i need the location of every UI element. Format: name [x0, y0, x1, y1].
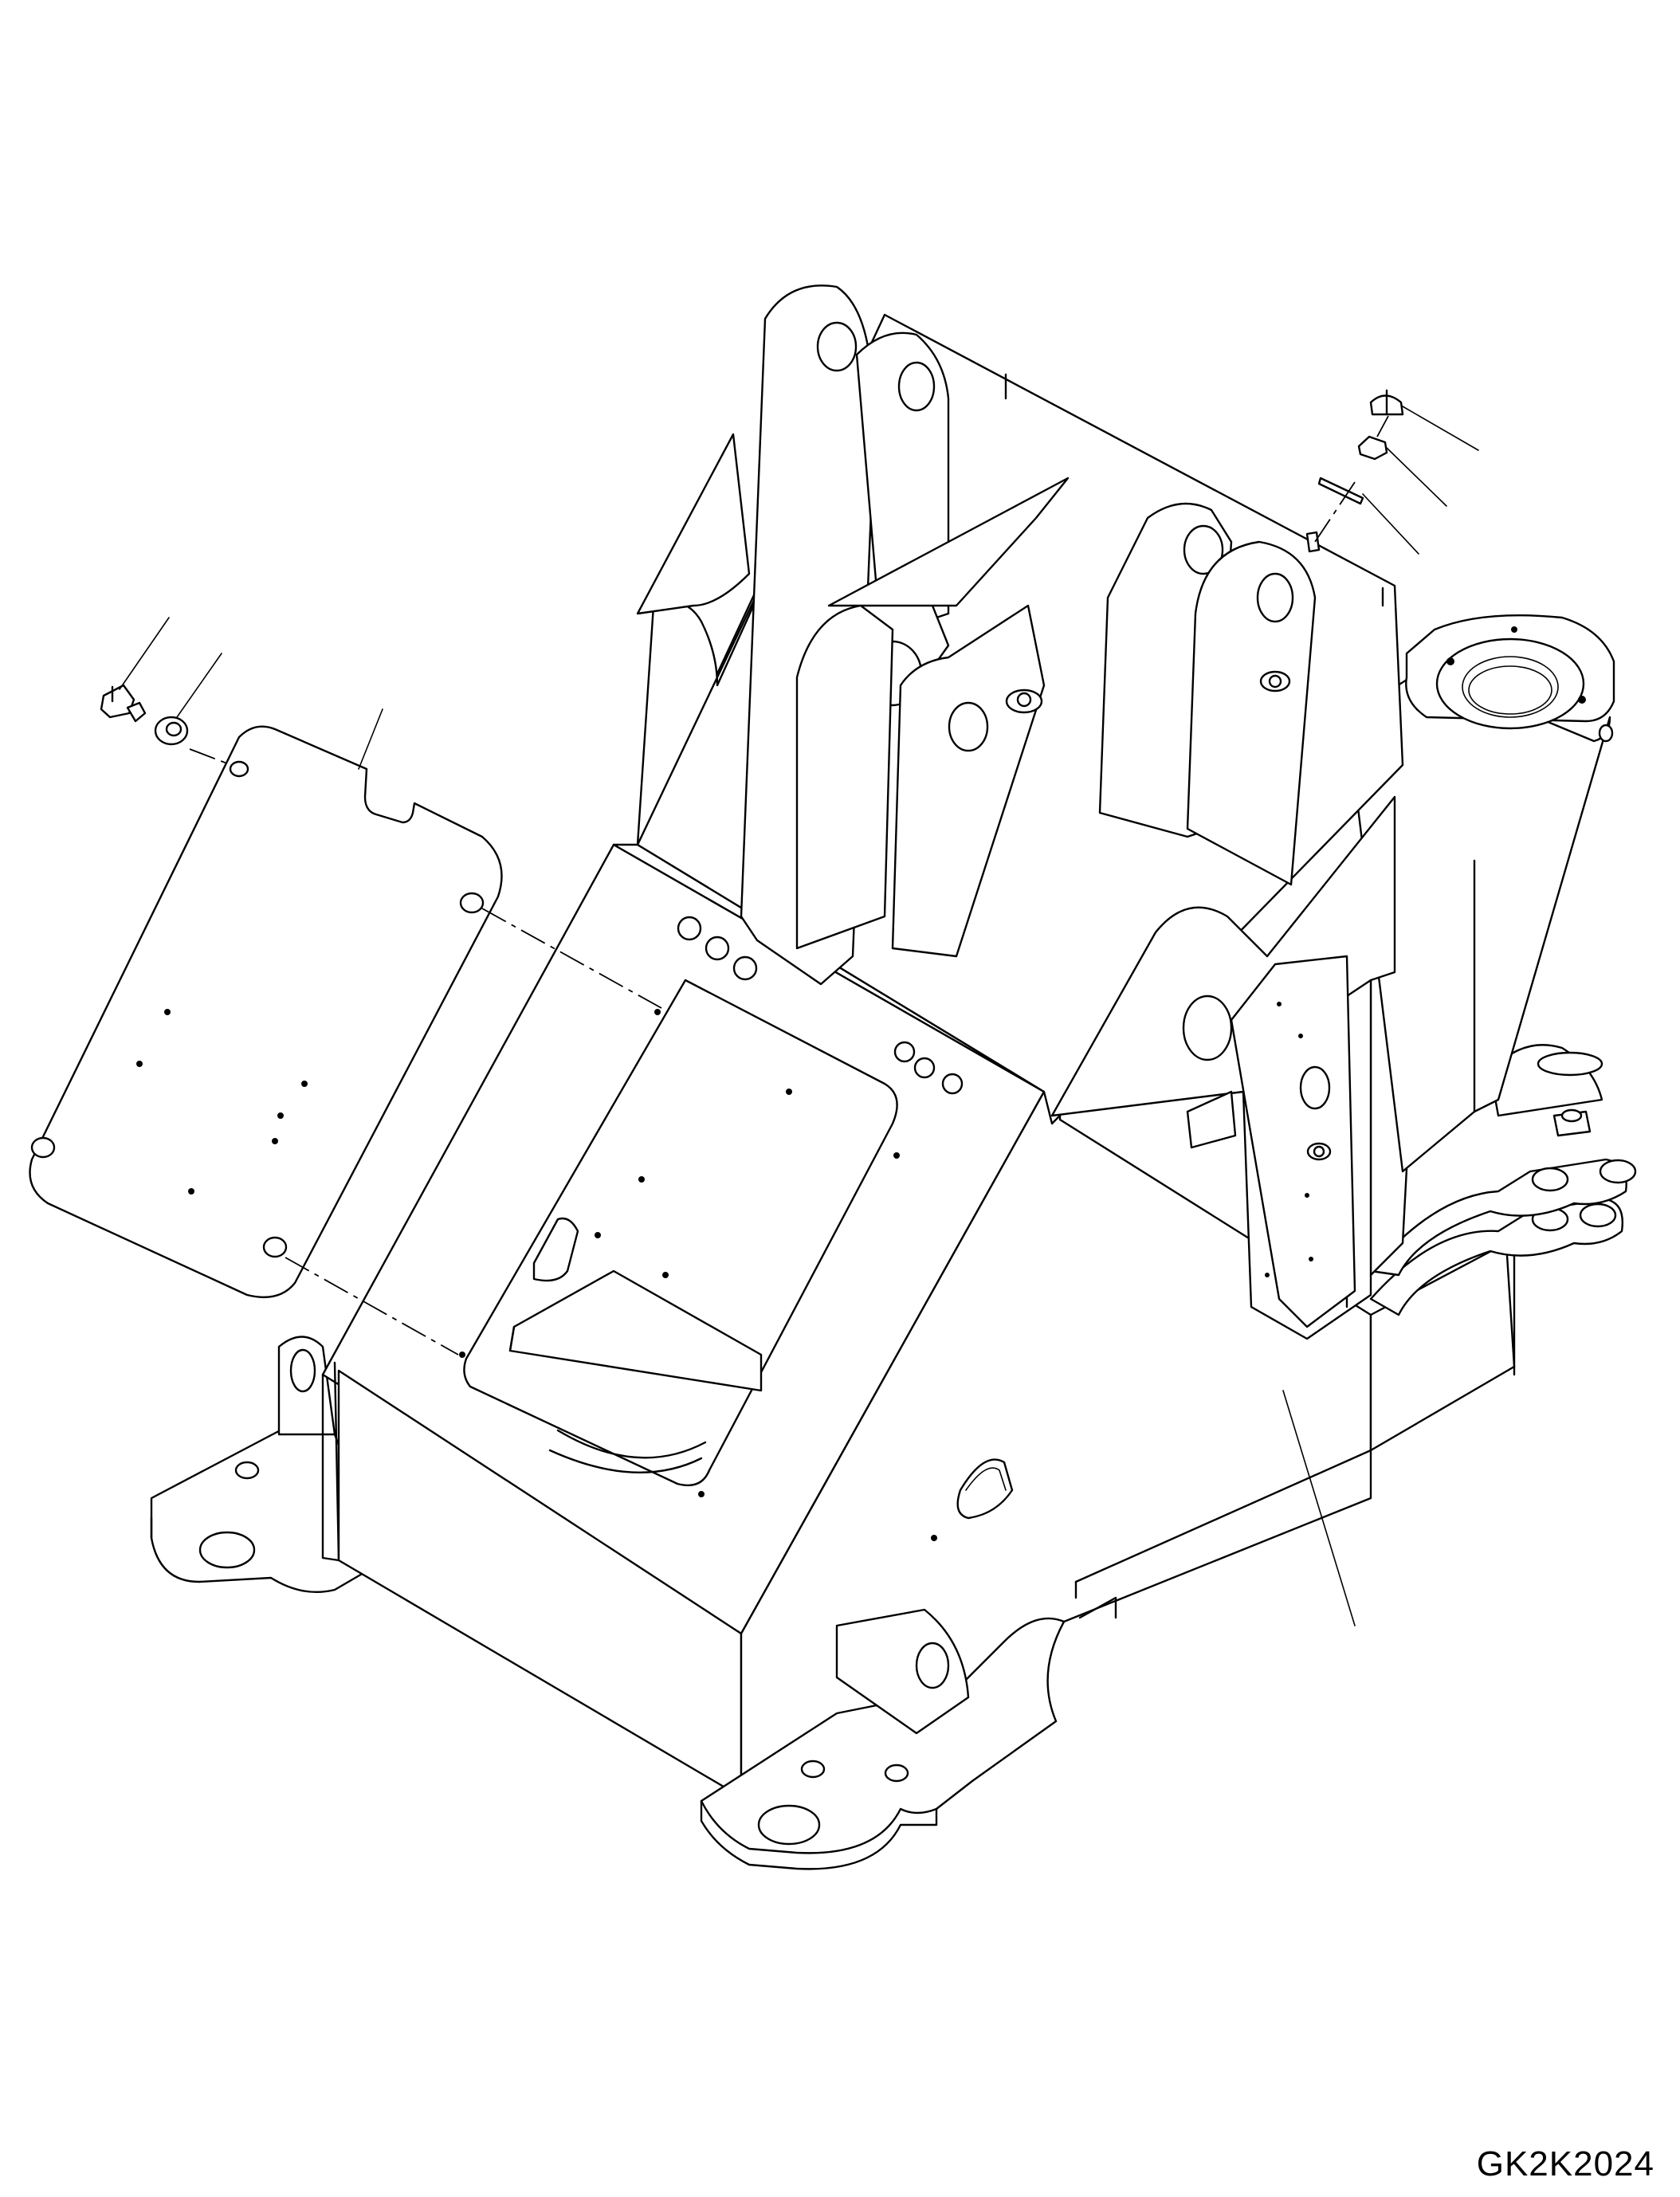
leader-lines: [119, 406, 1479, 1626]
rear-left-foot: [150, 1336, 384, 1594]
left-bolt: [100, 684, 147, 723]
right-nut: [1357, 435, 1388, 461]
drawing-code: GK2K2024: [1476, 2144, 1654, 2183]
assembly-lines: [189, 415, 1389, 1355]
right-pin: [1305, 531, 1321, 553]
upper-support-plates: [636, 284, 1404, 1340]
right-cap: [1369, 389, 1404, 416]
front-foot: [700, 1608, 1066, 1870]
right-washer: [1317, 477, 1364, 505]
left-washer: [154, 716, 189, 746]
right-base-plate: [1369, 1044, 1637, 1452]
cover-plate: [29, 725, 503, 1298]
body-holes: [459, 1009, 900, 1497]
